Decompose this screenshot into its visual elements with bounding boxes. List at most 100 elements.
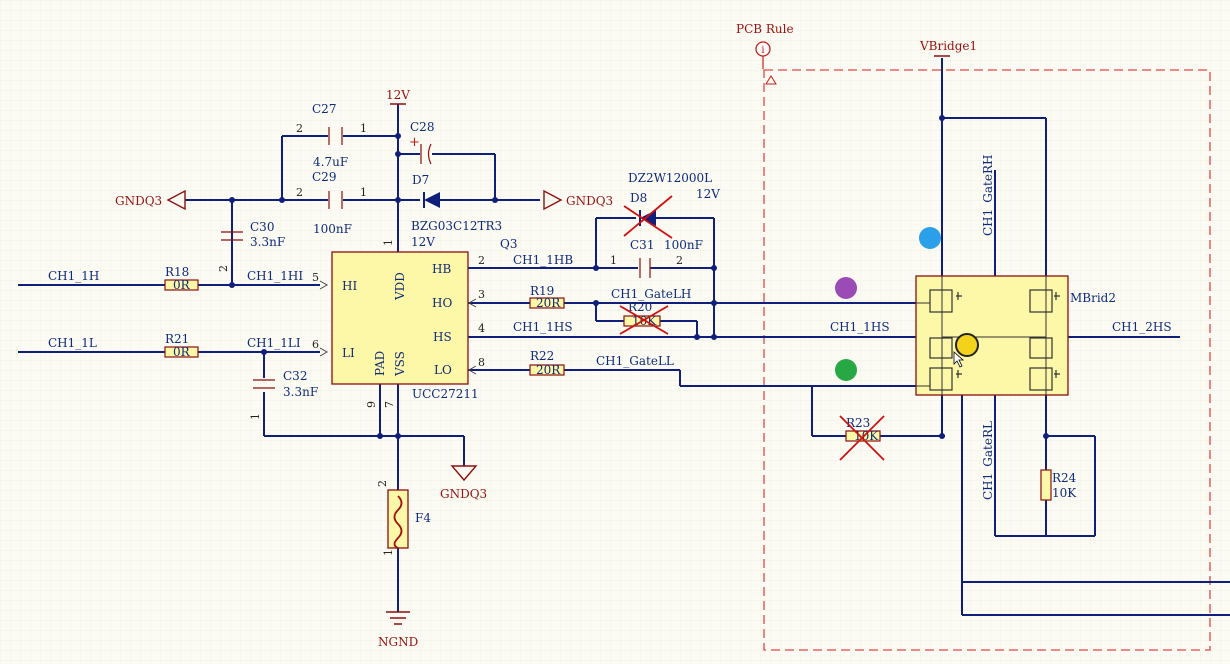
gnd-bottom-symbol[interactable]: GNDQ3	[440, 465, 487, 501]
svg-text:2: 2	[376, 480, 389, 487]
power-12v-top[interactable]: 12V	[386, 88, 410, 105]
svg-text:HB: HB	[432, 262, 451, 276]
svg-text:C28: C28	[410, 120, 434, 134]
svg-text:2: 2	[478, 254, 485, 267]
svg-text:3.3nF: 3.3nF	[250, 235, 285, 249]
capacitor-c27[interactable]: C27 4.7uF	[312, 102, 348, 169]
svg-text:LI: LI	[342, 346, 355, 360]
svg-text:1: 1	[382, 549, 395, 556]
net-ch1-gatell: CH1_GateLL	[596, 354, 674, 368]
svg-text:20R: 20R	[536, 296, 561, 310]
svg-text:1: 1	[382, 239, 395, 246]
svg-text:10K: 10K	[854, 429, 879, 443]
svg-text:20R: 20R	[536, 363, 561, 377]
resistor-r21[interactable]: R21 0R	[164, 332, 199, 359]
svg-text:2: 2	[296, 122, 303, 135]
resistor-r24[interactable]: R24 10K	[1040, 469, 1077, 501]
capacitor-c31[interactable]: C31 100nF	[630, 238, 703, 278]
svg-text:HO: HO	[432, 296, 452, 310]
net-ch1-1h: CH1_1H	[48, 269, 99, 283]
ic-ucc27211[interactable]: Q3 UCC27211 VDD PAD VSS HI LI HB HO HS L…	[331, 237, 517, 401]
vbridge-port[interactable]: VBridge1	[919, 39, 977, 57]
svg-text:DZ2W12000L: DZ2W12000L	[628, 171, 712, 185]
wires	[18, 58, 1230, 616]
svg-text:GNDQ3: GNDQ3	[566, 194, 613, 208]
svg-text:12V: 12V	[411, 235, 435, 249]
svg-text:100nF: 100nF	[664, 238, 703, 252]
svg-text:R24: R24	[1052, 471, 1077, 485]
svg-text:2: 2	[217, 265, 230, 272]
net-ch1-1hs: CH1_1HS	[513, 320, 573, 334]
svg-text:C31: C31	[630, 238, 654, 252]
svg-text:D7: D7	[412, 173, 429, 187]
pin-arrows	[319, 280, 477, 375]
svg-text:3: 3	[478, 288, 485, 301]
net-ch1-gatelh: CH1_GateLH	[611, 287, 691, 301]
svg-text:VDD: VDD	[393, 272, 407, 301]
diode-d7[interactable]: D7 BZG03C12TR3 12V	[411, 173, 502, 249]
resistor-r19[interactable]: R19 20R	[529, 284, 565, 310]
svg-text:GNDQ3: GNDQ3	[115, 194, 162, 208]
svg-text:7: 7	[383, 401, 396, 408]
capacitor-c28[interactable]: C28 +	[409, 120, 434, 165]
svg-text:3.3nF: 3.3nF	[283, 385, 318, 399]
resistor-r22[interactable]: R22 20R	[529, 349, 565, 377]
marker-purple[interactable]	[835, 277, 857, 299]
svg-text:NGND: NGND	[378, 635, 418, 649]
svg-text:1: 1	[249, 413, 262, 420]
net-ch1-1hs-right: CH1_1HS	[830, 320, 890, 334]
svg-text:0R: 0R	[173, 278, 191, 292]
svg-text:2: 2	[676, 254, 683, 267]
svg-text:F4: F4	[415, 511, 431, 525]
svg-text:i: i	[761, 45, 764, 56]
resistor-r23[interactable]: R23 10K	[839, 415, 885, 461]
fuse-f4[interactable]: F4 2 1	[376, 480, 431, 556]
svg-text:HS: HS	[433, 330, 452, 344]
svg-text:1: 1	[360, 186, 367, 199]
marker-blue[interactable]	[919, 227, 941, 249]
resistor-r20[interactable]: R20 10K	[619, 300, 669, 335]
capacitor-c32[interactable]: C32 3.3nF	[253, 369, 318, 399]
svg-text:0R: 0R	[173, 345, 191, 359]
svg-text:VSS: VSS	[393, 351, 407, 377]
mosfet-mid-right	[1029, 337, 1053, 359]
marker-green[interactable]	[835, 359, 857, 381]
gnd-right-arrow[interactable]: GNDQ3	[543, 189, 613, 211]
svg-text:HI: HI	[342, 279, 357, 293]
warning-triangle-icon	[765, 75, 777, 85]
marker-yellow[interactable]	[955, 333, 979, 357]
info-icon[interactable]: i	[755, 41, 771, 57]
mosfet-mid-left	[929, 337, 953, 359]
svg-text:C29: C29	[312, 170, 336, 184]
svg-text:12V: 12V	[386, 88, 410, 102]
svg-text:5: 5	[312, 271, 319, 284]
svg-text:UCC27211: UCC27211	[412, 387, 479, 401]
capacitor-c30[interactable]: C30 3.3nF	[221, 220, 285, 249]
h-bridge-mbrid2[interactable]: MBrid2	[915, 275, 1116, 396]
net-ch1-2hs: CH1_2HS	[1112, 320, 1172, 334]
ngnd-symbol[interactable]: NGND	[378, 611, 418, 649]
svg-text:VBridge1: VBridge1	[919, 39, 977, 53]
diode-d8[interactable]: DZ2W12000L D8 12V	[623, 171, 720, 239]
svg-text:4.7uF: 4.7uF	[313, 155, 348, 169]
svg-text:1: 1	[360, 122, 367, 135]
svg-text:BZG03C12TR3: BZG03C12TR3	[411, 219, 502, 233]
svg-text:10K: 10K	[1052, 486, 1077, 500]
net-ch1-1hi: CH1_1HI	[247, 269, 303, 283]
resistor-r18[interactable]: R18 0R	[164, 265, 199, 292]
svg-text:4: 4	[478, 322, 485, 335]
svg-text:1: 1	[610, 254, 617, 267]
net-ch1-gaterh: CH1_GateRH	[981, 155, 995, 236]
svg-text:Q3: Q3	[500, 237, 517, 251]
svg-text:2: 2	[296, 186, 303, 199]
svg-text:MBrid2: MBrid2	[1070, 291, 1116, 305]
gnd-left-arrow[interactable]: GNDQ3	[115, 189, 186, 211]
net-ch1-1hb: CH1_1HB	[513, 253, 573, 267]
capacitor-c29[interactable]: C29 100nF	[312, 170, 352, 236]
svg-text:C32: C32	[283, 369, 307, 383]
pcb-rule-region[interactable]	[763, 69, 1211, 651]
mosfet-high-left	[929, 289, 962, 313]
svg-text:R21: R21	[165, 332, 189, 346]
net-ch1-gaterl: CH1_GateRL	[981, 421, 995, 500]
